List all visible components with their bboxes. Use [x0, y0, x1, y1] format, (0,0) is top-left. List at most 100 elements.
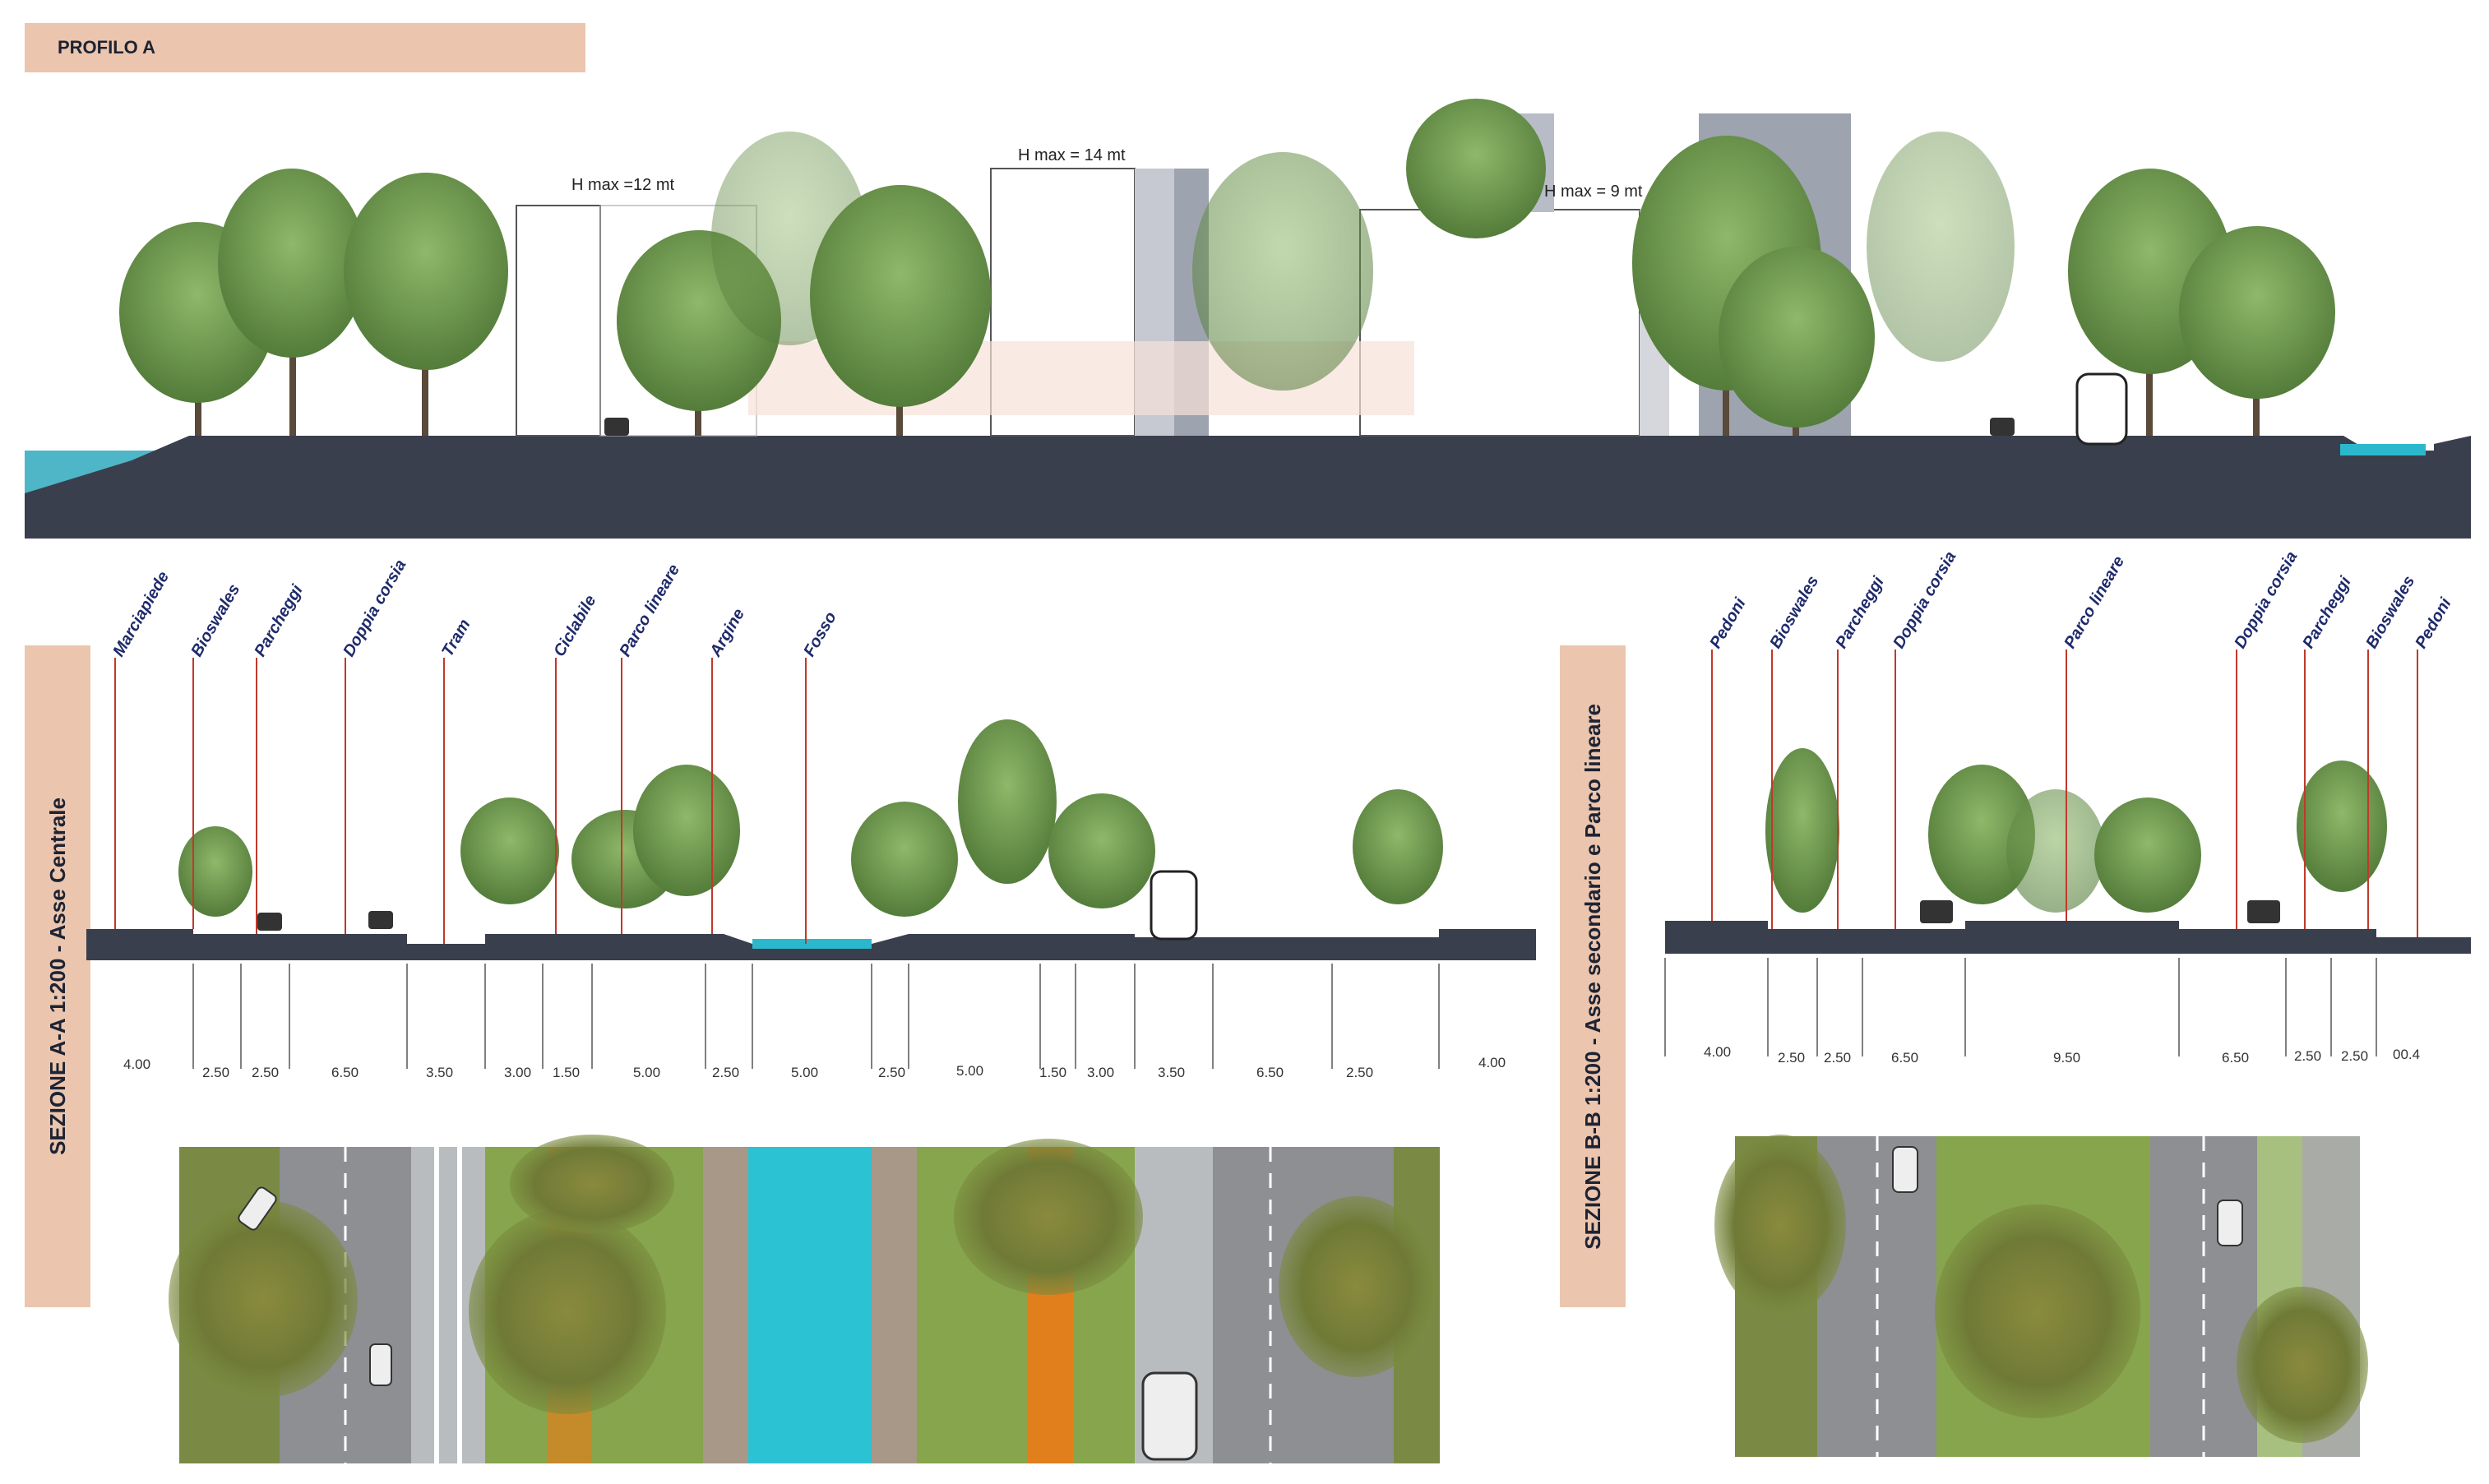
- label-doppia-corsia-2: Doppia corsia: [2231, 548, 2301, 652]
- tree-icon: [1719, 247, 1875, 436]
- tree-icon: [2297, 760, 2387, 892]
- height-label-1: H max =12 mt: [571, 176, 674, 194]
- label-fosso: Fosso: [800, 608, 840, 659]
- dim-value: 2.50: [252, 1065, 279, 1080]
- tree-icon: [1765, 748, 1839, 913]
- section-b-ground: [1665, 921, 2471, 954]
- tree-icon: [510, 1135, 674, 1233]
- label-doppia-corsia: Doppia corsia: [340, 557, 409, 660]
- dim-value: 00.4: [2393, 1047, 2420, 1062]
- dim-value: 2.50: [2294, 1048, 2321, 1064]
- section-b-labels: Pedoni Bioswales Parcheggi Doppia corsia…: [1706, 548, 2455, 652]
- label-bioswales: Bioswales: [1766, 573, 1822, 652]
- section-a-plan: [169, 1135, 1440, 1463]
- tree-icon: [178, 826, 252, 917]
- profile-ground: [25, 436, 2471, 539]
- dim-value: 2.50: [202, 1065, 229, 1080]
- tree-icon: [1048, 793, 1155, 908]
- tram-icon: [1141, 1371, 1198, 1461]
- dim-value: 2.50: [878, 1065, 905, 1080]
- label-ciclabile: Ciclabile: [550, 592, 599, 659]
- dim-value: 9.50: [2053, 1050, 2080, 1066]
- car-icon: [257, 913, 282, 931]
- car-icon: [1920, 900, 1953, 923]
- label-tram: Tram: [438, 616, 474, 659]
- profile-trees: [119, 99, 2335, 436]
- dim-value: 6.50: [331, 1065, 359, 1080]
- dim-value: 1.50: [1039, 1065, 1066, 1080]
- section-a-labels: Marciapiede Bioswales Parcheggi Doppia c…: [109, 557, 840, 660]
- section-b-trees: [1765, 748, 2387, 913]
- section-b-label-lines: [1711, 650, 2418, 937]
- section-a-trees: [178, 719, 1443, 917]
- tree-icon: [2006, 789, 2105, 913]
- dim-value: 3.50: [1158, 1065, 1185, 1080]
- tree-icon: [1928, 765, 2035, 904]
- dim-value: 1.50: [553, 1065, 580, 1080]
- section-b-dimensions: 4.00 2.50 2.50 6.50 9.50 6.50 2.50 2.50 …: [1704, 1044, 2420, 1066]
- car-icon: [2247, 900, 2280, 923]
- dim-value: 2.50: [2341, 1048, 2368, 1064]
- tree-icon: [2179, 226, 2335, 436]
- tree-icon: [469, 1209, 666, 1414]
- dim-value: 5.00: [633, 1065, 660, 1080]
- profile-building-1: [516, 205, 601, 437]
- profile-title-tag: PROFILO A: [25, 23, 585, 72]
- profile-title: PROFILO A: [58, 37, 155, 58]
- car-icon: [238, 1186, 277, 1231]
- dim-value: 5.00: [791, 1065, 818, 1080]
- tree-icon: [1406, 99, 1546, 238]
- car-icon: [2217, 1200, 2243, 1246]
- label-pedoni-2: Pedoni: [2412, 594, 2455, 651]
- car-icon: [1892, 1146, 1918, 1193]
- dim-value: 3.00: [1087, 1065, 1114, 1080]
- label-parco-lineare: Parco lineare: [2061, 553, 2128, 652]
- label-marciapiede: Marciapiede: [109, 568, 173, 659]
- tree-icon: [460, 797, 559, 904]
- dim-value: 6.50: [2222, 1050, 2249, 1066]
- tree-icon: [954, 1139, 1143, 1295]
- section-b-title-tag: SEZIONE B-B 1:200 - Asse secondario e Pa…: [1560, 645, 1626, 1307]
- plan-a-canal: [748, 1147, 872, 1463]
- dim-value: 4.00: [1478, 1055, 1506, 1070]
- height-label-2: H max = 14 mt: [1018, 146, 1126, 164]
- section-a-label-lines: [114, 658, 807, 944]
- section-a: Marciapiede Bioswales Parcheggi Doppia c…: [86, 557, 1536, 1463]
- tree-icon: [1192, 152, 1373, 391]
- label-bioswales-2: Bioswales: [2362, 573, 2418, 652]
- label-parcheggi-2: Parcheggi: [2299, 573, 2355, 651]
- section-a-title-tag: SEZIONE A-A 1:200 - Asse Centrale: [25, 645, 90, 1307]
- plan-a-embankment: [703, 1147, 748, 1463]
- label-parcheggi: Parcheggi: [1832, 573, 1888, 651]
- dim-value: 2.50: [1778, 1050, 1805, 1066]
- dim-value: 2.50: [1824, 1050, 1851, 1066]
- tree-icon: [1353, 789, 1443, 904]
- label-pedoni: Pedoni: [1706, 594, 1750, 651]
- tree-icon: [1714, 1135, 1846, 1315]
- car-icon: [1990, 418, 2015, 436]
- tree-icon: [1935, 1204, 2140, 1418]
- tree-icon: [344, 173, 508, 436]
- tree-icon: [851, 802, 958, 917]
- dim-value: 6.50: [1256, 1065, 1284, 1080]
- label-bioswales: Bioswales: [187, 581, 243, 660]
- height-label-3: H max = 9 mt: [1544, 183, 1643, 201]
- section-a-water: [752, 939, 872, 949]
- dim-value: 4.00: [123, 1056, 150, 1072]
- tree-icon: [958, 719, 1057, 884]
- section-a-dimension-ticks: [192, 964, 1440, 1069]
- tree-icon: [2094, 797, 2201, 913]
- dim-value: 4.00: [1704, 1044, 1731, 1060]
- section-b-dimension-ticks: [1664, 958, 2377, 1056]
- section-b-plan: [1714, 1135, 2368, 1457]
- dim-value: 3.50: [426, 1065, 453, 1080]
- tree-icon: [810, 185, 991, 436]
- tree-icon: [633, 765, 740, 896]
- dim-value: 6.50: [1891, 1050, 1918, 1066]
- label-argine: Argine: [706, 606, 748, 661]
- tree-icon: [218, 169, 366, 436]
- tram-icon: [1150, 870, 1198, 941]
- tree-icon: [2237, 1287, 2368, 1443]
- dim-value: 5.00: [956, 1063, 983, 1079]
